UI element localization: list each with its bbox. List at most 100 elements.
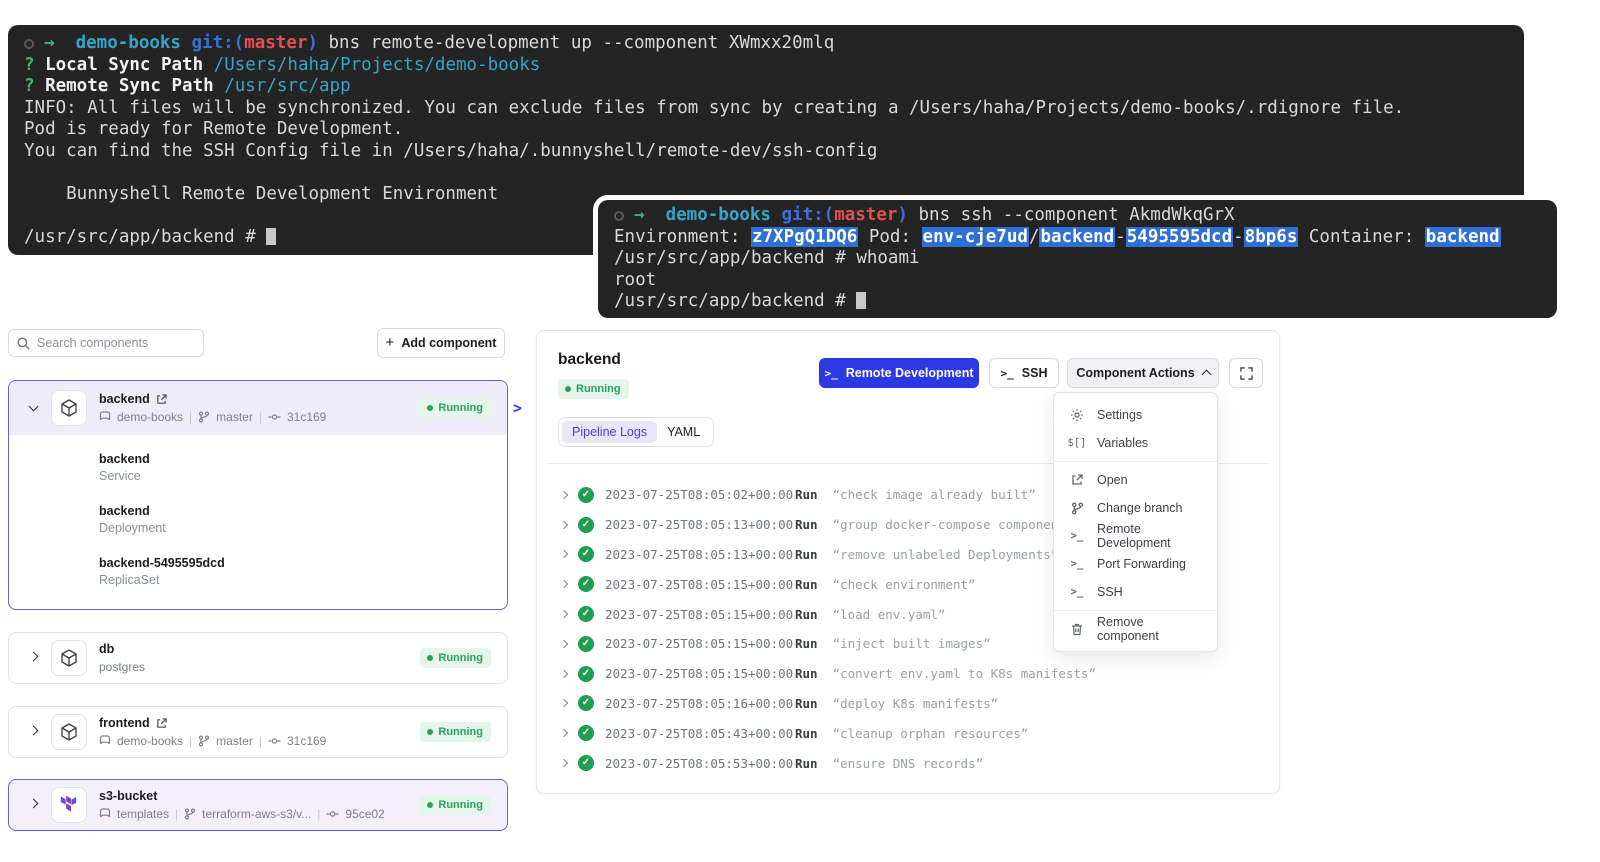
component-card-backend[interactable]: backend demo-books | <box>8 380 508 610</box>
add-component-label: Add component <box>401 336 497 350</box>
backend-open-details-chevron[interactable]: > <box>513 399 523 417</box>
menu-item-label: Remove component <box>1097 615 1159 643</box>
log-step-name: “deploy K8s manifests” <box>832 695 999 711</box>
resource-name: backend <box>99 452 150 466</box>
backend-card-header[interactable]: backend demo-books | <box>9 381 507 435</box>
chevron-right-icon[interactable] <box>28 798 39 809</box>
menu-item-open[interactable]: Open <box>1054 466 1217 494</box>
component-actions-button[interactable]: Component Actions <box>1067 358 1219 388</box>
log-timestamp: 2023-07-25T08:05:02+00:00 <box>605 487 794 503</box>
log-action: Run <box>795 695 818 711</box>
expand-chevron-icon[interactable] <box>559 609 569 619</box>
expand-chevron-icon[interactable] <box>559 639 569 649</box>
terminal-line: /usr/src/app/backend # whoami <box>614 248 920 269</box>
log-step-name: “convert env.yaml to K8s manifests” <box>832 666 1096 682</box>
expand-chevron-icon[interactable] <box>559 669 569 678</box>
terminal-icon: >_ <box>1070 586 1084 598</box>
external-link-icon <box>1068 474 1086 486</box>
fullscreen-button[interactable] <box>1229 358 1263 388</box>
terminal-line: root <box>614 269 657 290</box>
chevron-right-icon[interactable] <box>28 725 39 736</box>
terminal-line: You can find the SSH Config file in /Use… <box>24 140 878 161</box>
log-step-name: “check image already built” <box>832 487 1036 503</box>
expand-chevron-icon[interactable] <box>559 490 569 500</box>
terminal-window-ssh[interactable]: → demo-books git:(master) bns ssh --comp… <box>598 200 1557 318</box>
expand-chevron-icon[interactable] <box>559 520 569 529</box>
success-check-icon: ✓ <box>578 516 594 533</box>
component-card-frontend[interactable]: frontend demo-books | <box>8 706 508 758</box>
terminal-line: ? Remote Sync Path /usr/src/app <box>24 76 351 97</box>
menu-item-remove-component[interactable]: Remove component <box>1054 615 1217 643</box>
log-action: Run <box>795 576 818 592</box>
status-badge: Running <box>420 648 491 668</box>
terminal-line: INFO: All files will be synchronized. Yo… <box>24 97 1405 118</box>
chevron-right-icon[interactable] <box>28 651 39 662</box>
external-link-icon[interactable] <box>156 393 167 405</box>
branch-name: master <box>216 410 253 424</box>
menu-item-label: Change branch <box>1097 501 1183 515</box>
menu-item-remote-development[interactable]: >_Remote Development <box>1054 522 1217 550</box>
menu-item-label: Open <box>1097 473 1128 487</box>
resource-name: backend <box>99 504 150 518</box>
expand-chevron-icon[interactable] <box>559 758 569 768</box>
log-timestamp: 2023-07-25T08:05:15+00:00 <box>605 666 794 682</box>
external-link-icon[interactable] <box>156 717 167 729</box>
terminal-cursor <box>856 292 867 310</box>
menu-item-variables[interactable]: $[]Variables <box>1054 429 1217 457</box>
menu-item-change-branch[interactable]: Change branch <box>1054 494 1217 522</box>
add-component-button[interactable]: + Add component <box>377 328 505 358</box>
search-components-input[interactable] <box>37 336 195 350</box>
log-step-name: “cleanup orphan resources” <box>832 725 1029 741</box>
menu-item-label: Remote Development <box>1097 522 1171 550</box>
menu-divider <box>1054 610 1217 611</box>
log-action: Run <box>795 666 818 682</box>
terminal-line: ? Local Sync Path /Users/haha/Projects/d… <box>24 54 541 75</box>
log-timestamp: 2023-07-25T08:05:15+00:00 <box>605 606 794 622</box>
menu-item-port-forwarding[interactable]: >_Port Forwarding <box>1054 550 1217 578</box>
log-action: Run <box>795 725 818 741</box>
log-timestamp: 2023-07-25T08:05:16+00:00 <box>605 695 794 711</box>
separator: | <box>189 734 193 748</box>
menu-item-ssh[interactable]: >_SSH <box>1054 578 1217 606</box>
trash-icon <box>1068 623 1086 636</box>
tab-pipeline-logs[interactable]: Pipeline Logs <box>562 421 658 443</box>
status-badge: Running <box>420 722 491 742</box>
variables-icon: $[] <box>1067 437 1087 449</box>
tab-yaml[interactable]: YAML <box>667 425 701 439</box>
terminal-cursor <box>266 228 277 246</box>
ssh-button[interactable]: >_ SSH <box>989 358 1059 388</box>
success-check-icon: ✓ <box>578 635 594 652</box>
resource-type: Deployment <box>99 521 166 535</box>
expand-chevron-icon[interactable] <box>559 699 569 708</box>
log-step-name: “load env.yaml” <box>832 606 946 622</box>
branch-icon <box>198 735 210 747</box>
menu-item-settings[interactable]: Settings <box>1054 401 1217 429</box>
expand-chevron-icon[interactable] <box>559 550 569 559</box>
terminal-icon: >_ <box>824 366 838 380</box>
expand-chevron-icon[interactable] <box>559 729 569 738</box>
remote-development-button[interactable]: >_ Remote Development <box>819 358 979 388</box>
terminal-line: Pod is ready for Remote Development. <box>24 119 404 140</box>
log-action: Run <box>795 755 818 771</box>
component-card-db[interactable]: db postgres Running <box>8 632 508 684</box>
terminal-line: → demo-books git:(master) bns remote-dev… <box>24 33 1512 55</box>
status-dot <box>427 655 434 661</box>
expand-chevron-icon[interactable] <box>559 580 569 589</box>
component-card-s3-bucket[interactable]: s3-bucket templates | <box>8 779 508 831</box>
branch-name: master <box>216 734 253 748</box>
chevron-down-icon[interactable] <box>28 401 39 412</box>
